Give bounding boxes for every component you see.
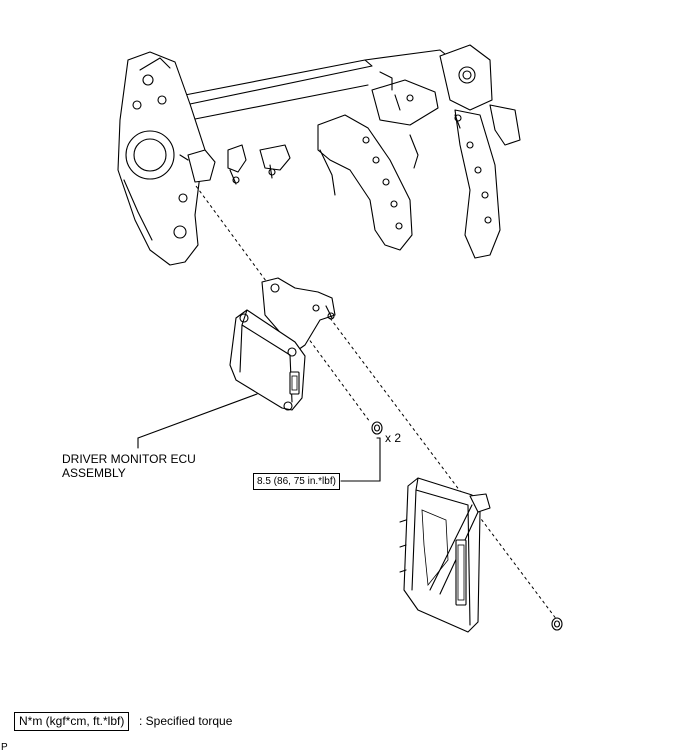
steering-support-frame — [117, 44, 521, 266]
driver-monitor-ecu — [229, 277, 336, 411]
mounting-nut — [371, 421, 383, 435]
legend-description: : Specified torque — [139, 714, 233, 728]
driver-monitor-ecu-side-view — [399, 477, 563, 633]
leader-lines — [137, 393, 381, 482]
alignment-lines — [195, 185, 558, 621]
torque-spec-box: 8.5 (86, 75 in.*lbf) — [253, 473, 340, 490]
ecu-label-line1: DRIVER MONITOR ECU — [62, 452, 196, 466]
legend-unit-box: N*m (kgf*cm, ft.*lbf) — [14, 712, 130, 731]
ecu-label-line2: ASSEMBLY — [62, 466, 126, 480]
corner-mark: P — [1, 742, 8, 753]
quantity-label: x 2 — [385, 431, 402, 445]
